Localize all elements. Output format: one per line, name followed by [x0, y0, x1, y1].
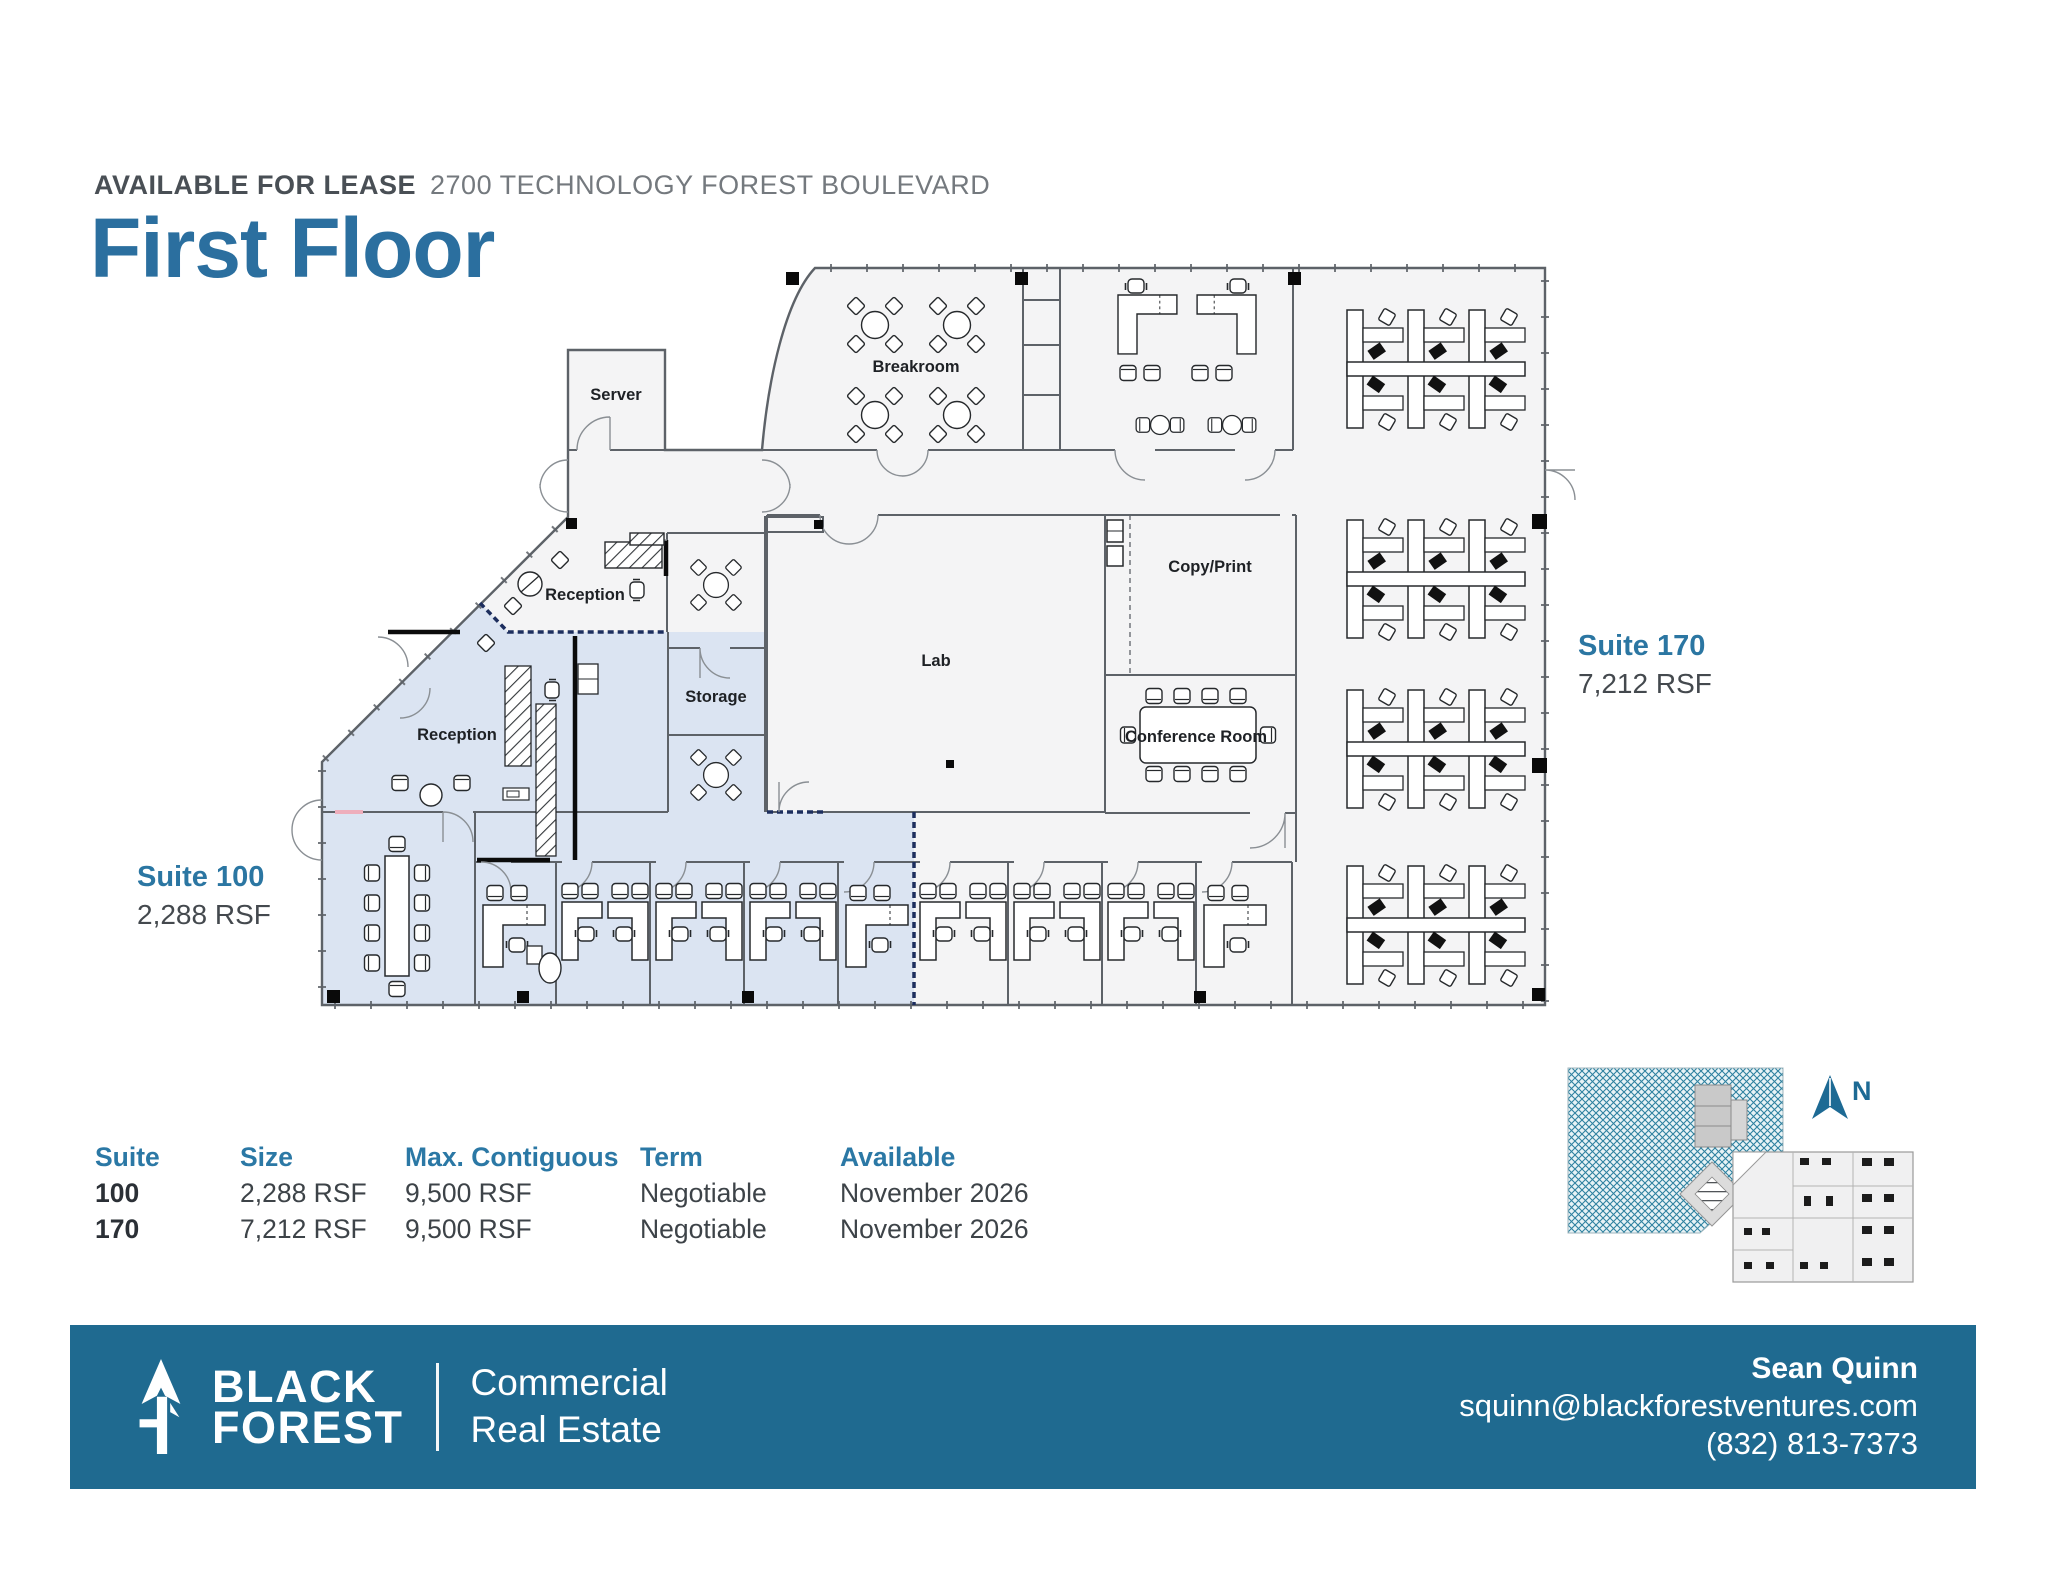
division-line-1: Commercial — [470, 1362, 668, 1404]
reception-100-label: Reception — [417, 726, 497, 744]
contact-email: squinn@blackforestventures.com — [1459, 1388, 1918, 1424]
footer-bar: BLACK FOREST Commercial Real Estate Sean… — [70, 1325, 1976, 1489]
table-row-cell: November 2026 — [840, 1214, 1029, 1244]
suite-100-callout: Suite 100 2,288 RSF — [137, 861, 271, 931]
reception-170-label: Reception — [545, 586, 625, 604]
contact-block: Sean Quinn squinn@blackforestventures.co… — [1459, 1351, 1918, 1463]
black-walls — [388, 540, 669, 863]
table-row-cell: 170 — [95, 1214, 140, 1244]
window-mullions — [318, 264, 1549, 1009]
brand-block: BLACK FOREST Commercial Real Estate — [128, 1358, 668, 1456]
demising-walls — [478, 601, 916, 1005]
table-row-cell: Negotiable — [640, 1214, 767, 1244]
storage-label: Storage — [685, 688, 746, 706]
contact-name: Sean Quinn — [1751, 1351, 1918, 1385]
suite-170-callout: Suite 170 7,212 RSF — [1578, 630, 1712, 700]
property-address: 2700 TECHNOLOGY FOREST BOULEVARD — [430, 170, 991, 200]
table-row-cell: Negotiable — [640, 1178, 767, 1208]
lab-label: Lab — [921, 652, 950, 670]
col-size: Size — [240, 1142, 294, 1172]
server-label: Server — [590, 386, 642, 404]
copy-print-label: Copy/Print — [1168, 558, 1252, 576]
mini-floor-plan — [1732, 1151, 1914, 1283]
suite-100-size: 2,288 RSF — [137, 899, 271, 930]
page-title: First Floor — [90, 201, 495, 295]
furniture — [365, 278, 1526, 997]
column-markers — [327, 272, 1547, 1003]
table-row-cell: 9,500 RSF — [405, 1178, 532, 1208]
conference-room-label: Conference Room — [1125, 728, 1267, 746]
table-row-cell: 7,212 RSF — [240, 1214, 367, 1244]
suite-170-size: 7,212 RSF — [1578, 668, 1712, 699]
col-term: Term — [640, 1142, 703, 1172]
division-line-2: Real Estate — [470, 1409, 662, 1450]
division-name: Commercial Real Estate — [471, 1360, 668, 1453]
col-suite: Suite — [95, 1142, 160, 1172]
contact-phone: (832) 813-7373 — [1706, 1426, 1918, 1462]
interior-walls — [322, 268, 1297, 1005]
table-row-cell: 9,500 RSF — [405, 1214, 532, 1244]
brand-divider — [435, 1363, 439, 1451]
site-map: N — [1567, 1067, 1914, 1283]
north-label: N — [1852, 1076, 1872, 1106]
suite-170-name: Suite 170 — [1578, 630, 1706, 662]
breakroom-label: Breakroom — [872, 358, 959, 376]
brand-line-2: FOREST — [212, 1402, 404, 1453]
north-arrow-icon: N — [1812, 1075, 1872, 1119]
eyebrow: AVAILABLE FOR LEASE 2700 TECHNOLOGY FORES… — [94, 170, 990, 201]
col-max-contiguous: Max. Contiguous — [405, 1142, 619, 1172]
available-for-lease-label: AVAILABLE FOR LEASE — [94, 170, 417, 200]
col-available: Available — [840, 1142, 956, 1172]
table-row-cell: November 2026 — [840, 1178, 1029, 1208]
brand-line-1: BLACK — [212, 1360, 377, 1412]
tree-logo-icon — [139, 1359, 181, 1454]
room-labels: Server Breakroom Reception Storage Lab C… — [417, 358, 1267, 746]
table-row-cell: 100 — [95, 1178, 140, 1208]
availability-table: Suite Size Max. Contiguous Term Availabl… — [95, 1142, 1120, 1250]
brand-name: BLACK FOREST — [212, 1360, 404, 1453]
door-arcs — [291, 416, 1576, 893]
suite-100-name: Suite 100 — [137, 861, 265, 893]
exterior-walls — [320, 266, 1547, 1007]
table-row-cell: 2,288 RSF — [240, 1178, 367, 1208]
